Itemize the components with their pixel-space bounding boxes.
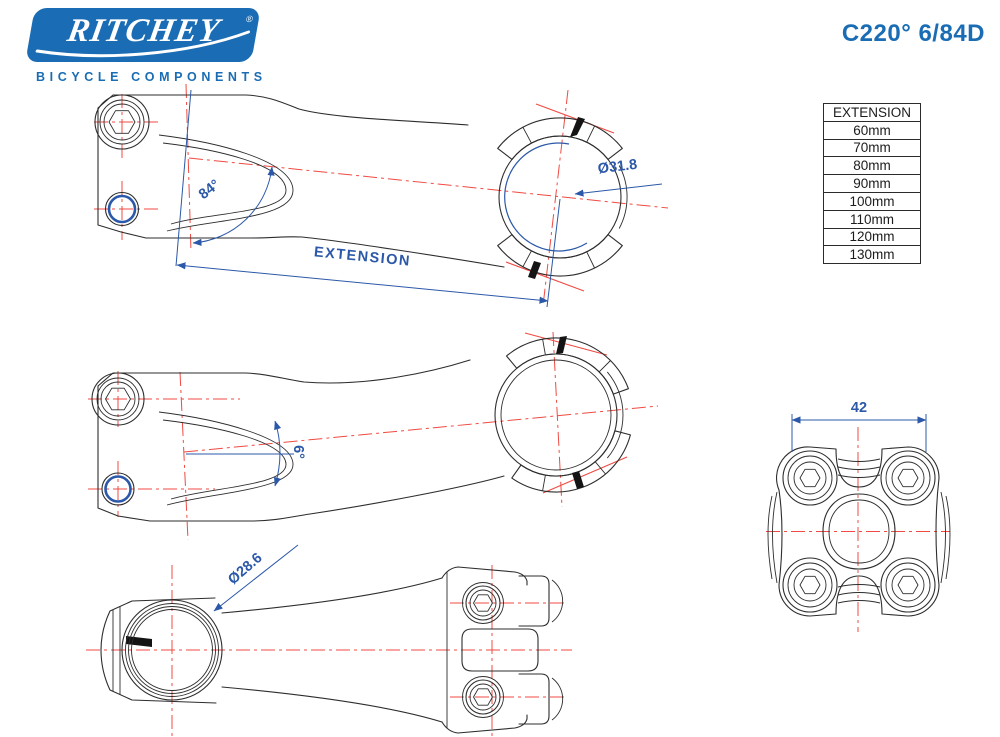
angle-6-arc bbox=[273, 420, 282, 487]
drawing-front-view: 42 bbox=[766, 400, 951, 632]
steerer-bolt-hole-highlight bbox=[107, 194, 137, 224]
extension-table-row: 60mm bbox=[823, 120, 921, 140]
angle-84-label: 84° bbox=[196, 177, 223, 203]
extension-table-row: 130mm bbox=[823, 245, 921, 265]
logo-swash bbox=[35, 30, 251, 58]
extension-table-row: 80mm bbox=[823, 156, 921, 176]
extension-table-row: 110mm bbox=[823, 209, 921, 229]
bar-diameter-label: Ø31.8 bbox=[597, 157, 638, 178]
drawing-side-view-6deg: 6° bbox=[88, 331, 659, 541]
bar-clamp-highlight-arc bbox=[504, 142, 588, 252]
extension-table-header: EXTENSION bbox=[823, 103, 921, 122]
ritchey-logo: RITCHEY ® BICYCLE COMPONENTS bbox=[24, 8, 264, 96]
angle-84-arc bbox=[192, 166, 275, 246]
logo-background: RITCHEY ® bbox=[25, 8, 261, 62]
extension-dimension-label: EXTENSION bbox=[313, 244, 411, 269]
extension-table-row: 90mm bbox=[823, 174, 921, 193]
drawing-top-view: Ø28.6 bbox=[86, 544, 572, 736]
steerer-bolt-hole-highlight bbox=[104, 475, 132, 503]
drawing-side-view-84deg: 84° Ø31.8 EXTENSION bbox=[94, 83, 669, 308]
extension-table-row: 70mm bbox=[823, 138, 921, 158]
angle-6-label: 6° bbox=[290, 445, 306, 459]
extension-table: EXTENSION 60mm 70mm 80mm 90mm 100mm 110m… bbox=[823, 103, 921, 265]
faceplate-width-label: 42 bbox=[851, 400, 867, 416]
model-title: C220° 6/84D bbox=[841, 20, 985, 47]
extension-table-row: 100mm bbox=[823, 191, 921, 211]
steerer-diameter-label: Ø28.6 bbox=[225, 550, 265, 588]
brand-tagline: BICYCLE COMPONENTS bbox=[36, 70, 267, 84]
extension-table-row: 120mm bbox=[823, 227, 921, 247]
